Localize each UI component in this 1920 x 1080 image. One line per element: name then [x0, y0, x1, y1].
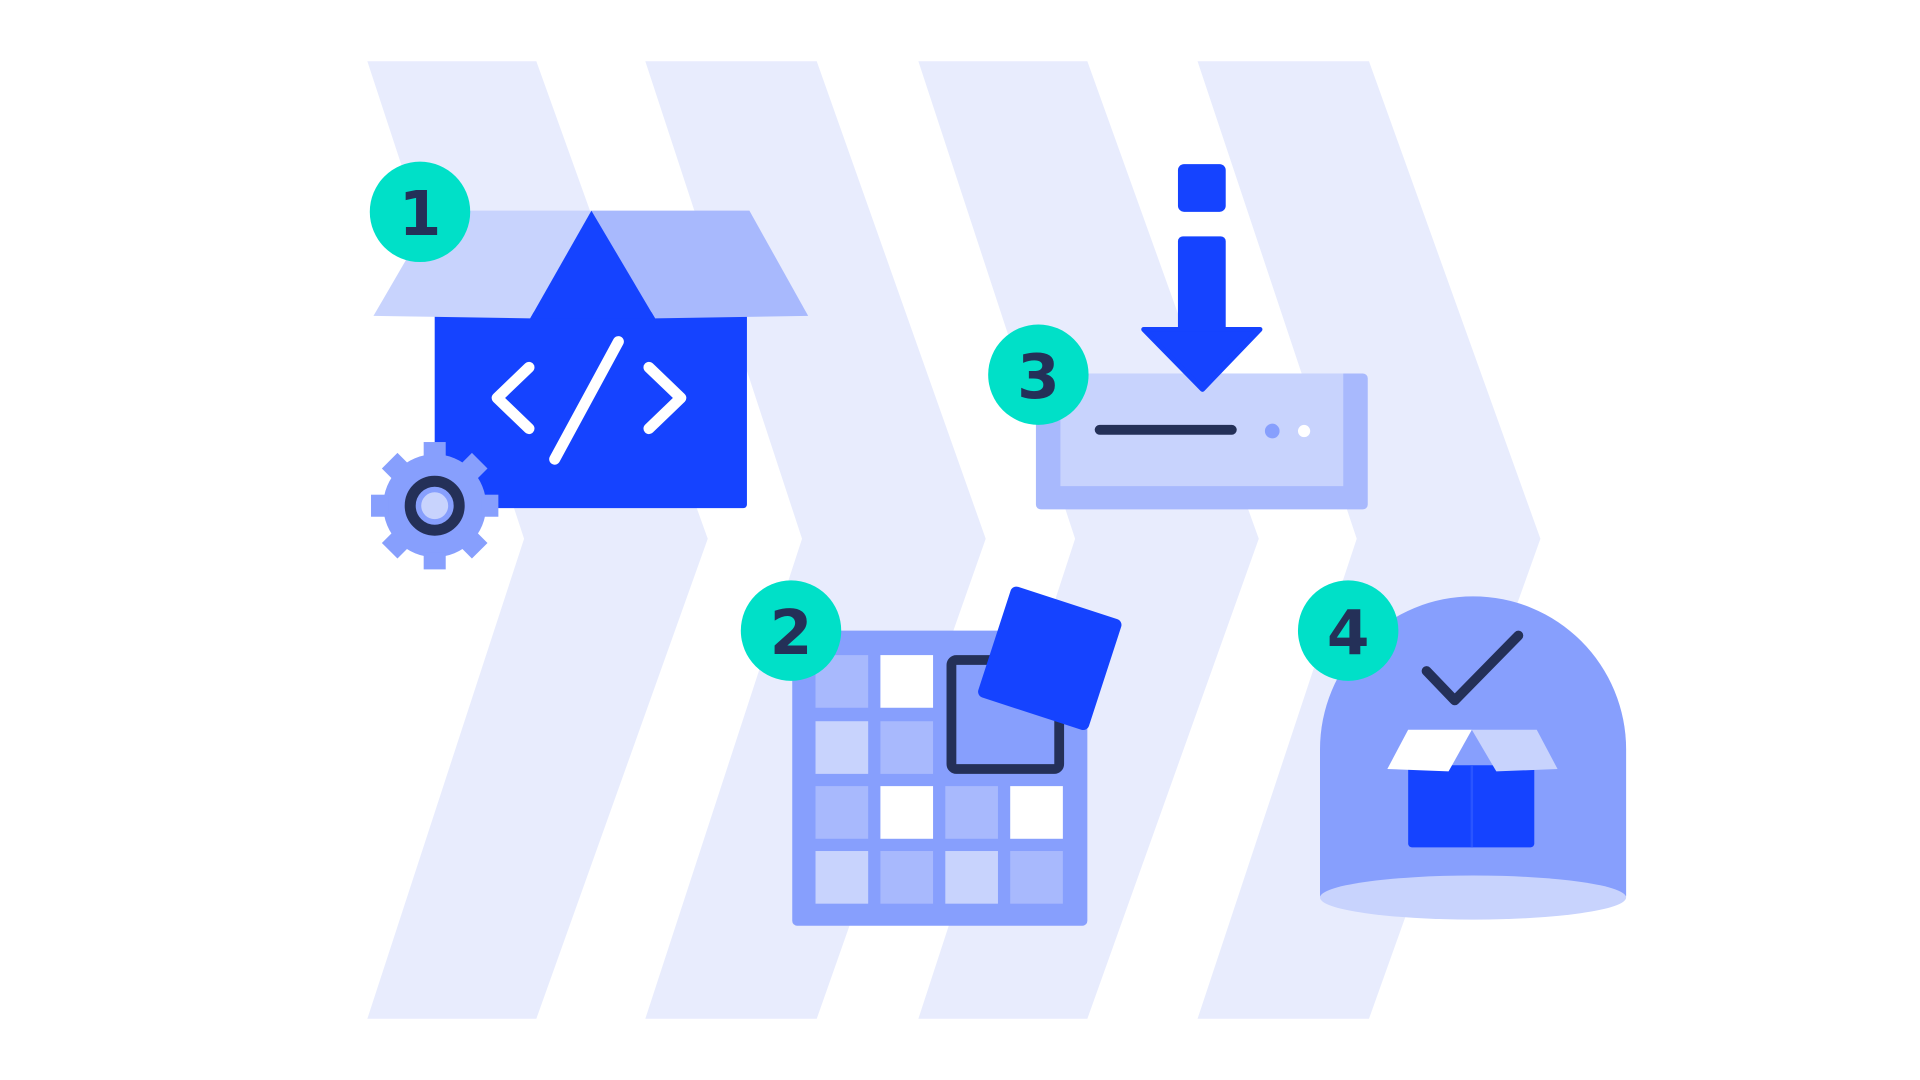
step-number: 1	[399, 179, 442, 250]
grid-cell	[880, 851, 934, 904]
grid-icon	[792, 586, 1122, 926]
step-badge-3: 3	[988, 324, 1089, 425]
step-number: 3	[1017, 342, 1060, 413]
grid-cell	[815, 786, 869, 839]
chevron-4	[1197, 61, 1541, 1019]
grid-cell	[1010, 786, 1063, 839]
grid-cell	[815, 721, 869, 774]
step-badge-2: 2	[740, 580, 842, 681]
grid-cell	[1010, 851, 1063, 904]
step-badge-1: 1	[369, 161, 471, 263]
checkmark-icon	[1421, 630, 1524, 706]
grid-cell	[945, 786, 998, 839]
step-badge-4: 4	[1297, 580, 1399, 681]
code-box-icon	[373, 210, 809, 509]
grid-cell	[880, 786, 934, 839]
grid-cell	[815, 851, 869, 904]
step-number: 2	[770, 598, 813, 669]
gear-icon	[371, 442, 499, 570]
deployed-package-icon	[1320, 596, 1627, 920]
code-brackets-icon	[491, 336, 687, 465]
grid-cell	[945, 851, 998, 904]
grid-cell	[880, 721, 934, 774]
download-arrow-icon	[1141, 164, 1263, 392]
grid-cell	[880, 655, 934, 708]
step-number: 4	[1327, 598, 1370, 669]
download-server-icon	[1035, 164, 1368, 510]
